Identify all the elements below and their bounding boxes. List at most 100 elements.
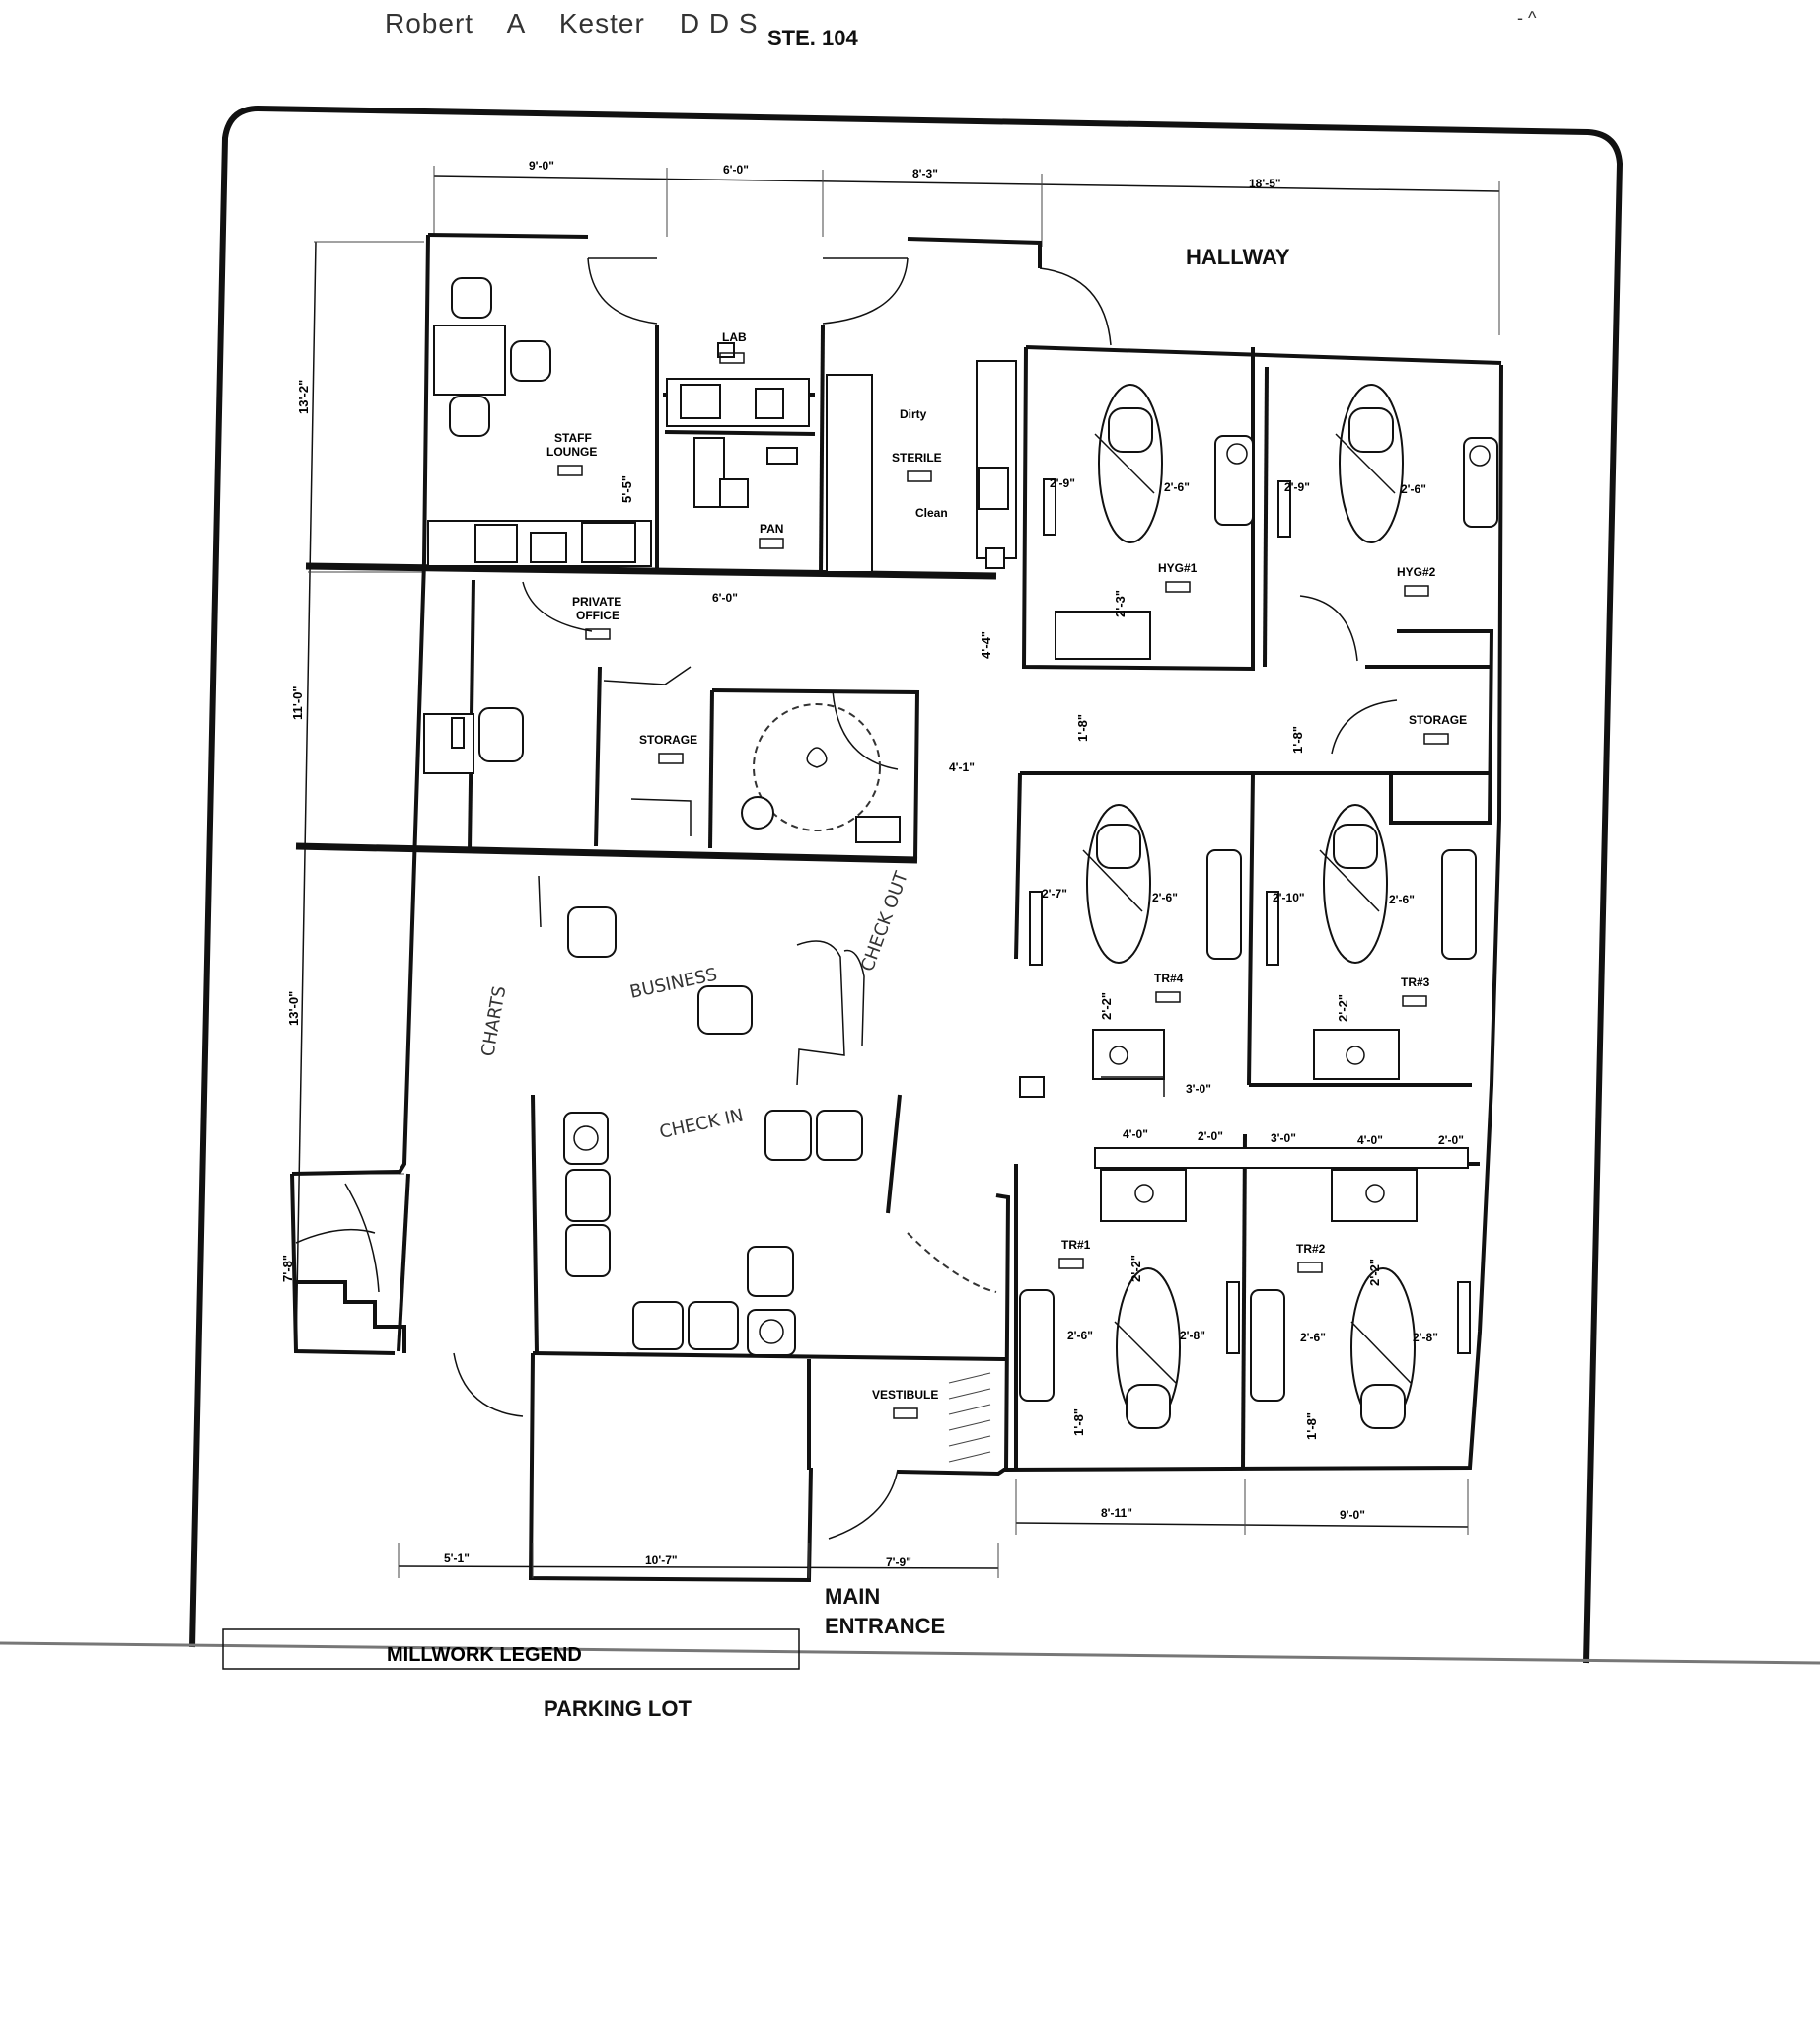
bottom-dimension-line bbox=[398, 1479, 1469, 1578]
dim-tr1-right: 2'-8" bbox=[1180, 1329, 1205, 1342]
dim-tr4-top: 1'-8" bbox=[1075, 714, 1090, 742]
room-label-hyg1: HYG#1 bbox=[1158, 561, 1198, 575]
room-tag-hyg2 bbox=[1404, 585, 1429, 597]
dental-chair-tr4 bbox=[1029, 804, 1242, 1080]
entrance-steps bbox=[296, 1280, 406, 1353]
staff-lounge-table bbox=[433, 277, 551, 437]
main-entrance-label-2: ENTRANCE bbox=[825, 1614, 946, 1638]
room-tag-tr2 bbox=[1297, 1262, 1323, 1273]
corner-mark: - ^ bbox=[1517, 8, 1537, 28]
room-tag-office bbox=[585, 628, 611, 640]
room-label-private: PRIVATE bbox=[572, 595, 621, 609]
room-tag-tr1 bbox=[1058, 1258, 1084, 1269]
dental-chair-tr1 bbox=[1019, 1169, 1240, 1429]
room-label-vestibule: VESTIBULE bbox=[872, 1388, 938, 1402]
dental-chair-hyg2 bbox=[1277, 384, 1498, 543]
dim-corridor-1: 4'-4" bbox=[979, 631, 993, 659]
dim-top-1: 9'-0" bbox=[529, 159, 554, 173]
waiting-room-chairs bbox=[563, 1110, 863, 1356]
millwork-legend-label: MILLWORK LEGEND bbox=[387, 1644, 582, 1666]
hallway-label: HALLWAY bbox=[1186, 245, 1290, 269]
dental-chair-tr3 bbox=[1266, 804, 1477, 1080]
restroom-fixtures bbox=[741, 703, 901, 843]
room-label-lounge: LOUNGE bbox=[546, 445, 597, 459]
dim-hyg1-bottom: 2'-3" bbox=[1113, 590, 1128, 617]
private-office-furniture bbox=[423, 707, 524, 774]
handwritten-check-in: CHECK IN bbox=[658, 1105, 746, 1142]
room-label-tr2: TR#2 bbox=[1296, 1242, 1326, 1256]
millwork-legend-box bbox=[222, 1628, 800, 1670]
dim-tr1-mid: 2'-2" bbox=[1128, 1255, 1143, 1282]
dental-chair-hyg1 bbox=[1043, 384, 1254, 660]
room-label-tr1: TR#1 bbox=[1061, 1238, 1091, 1252]
room-tag-vestibule bbox=[893, 1407, 918, 1419]
handwritten-check-out: CHECK OUT bbox=[857, 868, 912, 974]
room-tag-sterile bbox=[907, 470, 932, 482]
room-tag-storage-center bbox=[658, 753, 684, 764]
dim-tr3-bottom: 2'-2" bbox=[1336, 994, 1350, 1022]
dim-tr2-mid: 2'-2" bbox=[1367, 1259, 1382, 1286]
room-tag-tr3 bbox=[1402, 995, 1427, 1007]
interior-walls bbox=[295, 325, 1494, 1471]
dim-bottom-4: 8'-11" bbox=[1101, 1506, 1132, 1520]
dim-bottom-3: 7'-9" bbox=[886, 1555, 911, 1569]
room-tag-lab bbox=[719, 352, 745, 364]
top-dimension-line bbox=[433, 166, 1500, 335]
room-label-staff: STAFF bbox=[554, 431, 592, 445]
dim-left-2: 11'-0" bbox=[290, 685, 305, 720]
dim-bottom-5: 9'-0" bbox=[1340, 1508, 1365, 1522]
dim-tr3-right: 2'-6" bbox=[1389, 893, 1415, 906]
exterior-walls bbox=[290, 233, 1503, 1583]
parking-lot-label: PARKING LOT bbox=[544, 1696, 692, 1721]
sterile-counters bbox=[826, 360, 1017, 573]
room-tag-storage-right bbox=[1423, 733, 1449, 745]
dim-top-3: 8'-3" bbox=[912, 167, 938, 180]
room-label-storage-center: STORAGE bbox=[639, 733, 697, 747]
dim-left-4: 7'-8" bbox=[280, 1255, 295, 1282]
dim-tr2-top-c: 2'-0" bbox=[1438, 1133, 1464, 1147]
lab-equipment bbox=[666, 342, 810, 427]
business-area-furniture bbox=[538, 875, 865, 1086]
dim-tr2-top-b: 4'-0" bbox=[1357, 1133, 1383, 1147]
scan-fold-line bbox=[0, 1641, 1820, 1665]
dim-left-1: 13'-2" bbox=[296, 380, 311, 414]
handwritten-charts: CHARTS bbox=[477, 984, 510, 1058]
dim-pan-height: 5'-5" bbox=[619, 475, 634, 503]
dim-tr1-top-a: 4'-0" bbox=[1123, 1127, 1148, 1141]
room-label-storage-right: STORAGE bbox=[1409, 713, 1467, 727]
door-swings bbox=[295, 257, 1398, 1540]
practice-name: Robert A Kester D D S bbox=[385, 8, 759, 38]
room-label-dirty: Dirty bbox=[900, 407, 927, 421]
room-label-office: OFFICE bbox=[576, 609, 619, 622]
dim-bottom-1: 5'-1" bbox=[444, 1551, 470, 1565]
room-tag-tr4 bbox=[1155, 991, 1181, 1003]
room-label-hyg2: HYG#2 bbox=[1397, 565, 1436, 579]
operatory-counter-strip bbox=[1094, 1076, 1469, 1169]
dim-tr3-left: 2'-10" bbox=[1273, 891, 1305, 904]
dim-top-4: 18'-5" bbox=[1249, 177, 1281, 190]
staff-lounge-counter bbox=[427, 520, 652, 567]
dim-tr1-bottom: 1'-8" bbox=[1071, 1408, 1086, 1436]
main-entrance-label-1: MAIN bbox=[825, 1584, 881, 1609]
room-tag-hyg1 bbox=[1165, 581, 1191, 593]
room-tag-pan bbox=[759, 538, 784, 549]
dim-tr4-right: 2'-6" bbox=[1152, 891, 1178, 904]
dim-tr2-bottom: 1'-8" bbox=[1304, 1412, 1319, 1440]
dim-tr4-left: 2'-7" bbox=[1042, 887, 1067, 901]
dental-chair-tr2 bbox=[1250, 1169, 1471, 1429]
dim-hyg1-left: 2'-9" bbox=[1050, 476, 1075, 490]
left-dimension-line bbox=[295, 241, 424, 1352]
room-label-clean: Clean bbox=[915, 506, 948, 520]
room-label-sterile: STERILE bbox=[892, 451, 942, 465]
dim-corridor-2: 4'-1" bbox=[949, 760, 975, 774]
pan-equipment bbox=[693, 437, 798, 508]
dim-tr2-left: 2'-6" bbox=[1300, 1331, 1326, 1344]
room-label-tr3: TR#3 bbox=[1401, 975, 1430, 989]
dim-pan-width: 6'-0" bbox=[712, 591, 738, 605]
room-label-pan: PAN bbox=[760, 522, 783, 536]
room-label-tr4: TR#4 bbox=[1154, 972, 1184, 985]
room-label-lab: LAB bbox=[722, 330, 747, 344]
suite-number: STE. 104 bbox=[767, 26, 858, 50]
